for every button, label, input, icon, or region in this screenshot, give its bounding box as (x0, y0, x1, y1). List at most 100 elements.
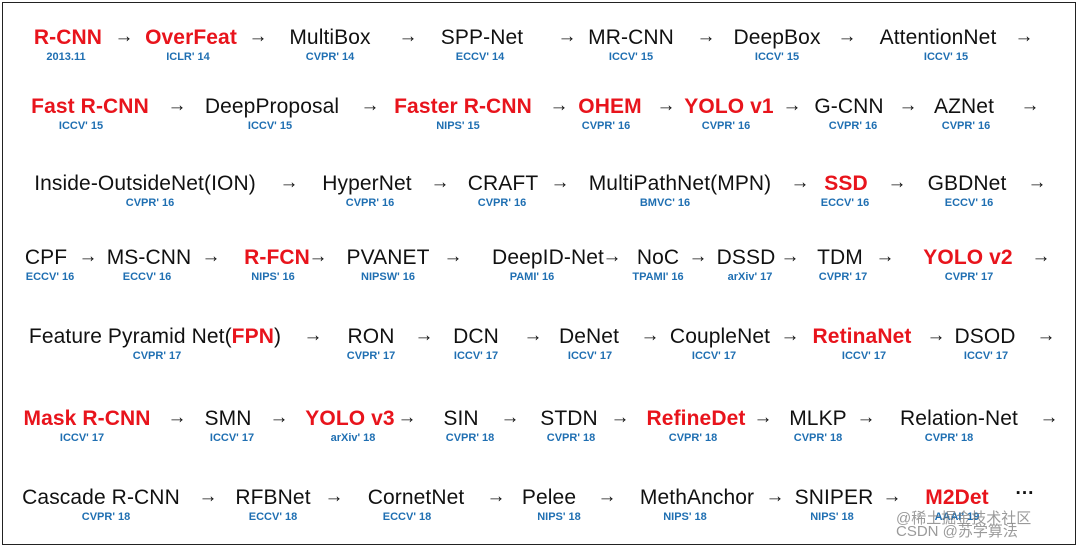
model-name: DeNet (558, 325, 620, 348)
model-name: Inside-OutsideNet(ION) (34, 172, 256, 195)
venue-label: ICCV' 17 (963, 350, 1009, 362)
watermark-line-1: @稀土掘金技术社区 (896, 510, 1032, 527)
model-name: DCN (453, 325, 499, 348)
flow-arrow-icon: → (557, 26, 577, 47)
venue-label: AAAI' 19 (934, 511, 980, 523)
model-name: MethAnchor (639, 486, 755, 509)
model-name: GBDNet (927, 172, 1007, 195)
model-name: Faster R-CNN (394, 95, 532, 118)
model-name: Relation-Net (900, 407, 1018, 430)
trailing-arrow-icon: → (1020, 95, 1040, 116)
model-name: CPF (24, 246, 68, 269)
model-name: AZNet (933, 95, 995, 118)
flow-arrow-icon: → (303, 325, 323, 346)
venue-label: CVPR' 14 (305, 51, 355, 63)
model-name: YOLO v3 (305, 407, 395, 430)
venue-label: CVPR' 17 (818, 271, 868, 283)
model-name: MR-CNN (588, 26, 674, 49)
flow-arrow-icon: → (780, 246, 800, 267)
venue-label: ICCV' 17 (59, 432, 105, 444)
venue-label: ICCV' 17 (453, 350, 499, 362)
trailing-arrow-icon: → (1036, 325, 1056, 346)
flow-arrow-icon: → (201, 246, 221, 267)
venue-label: ICCV' 17 (841, 350, 887, 362)
venue-label: arXiv' 18 (330, 432, 376, 444)
trailing-arrow-icon: → (1031, 246, 1051, 267)
model-name: SPP-Net (440, 26, 524, 49)
model-name: STDN (540, 407, 598, 430)
model-name: Fast R-CNN (31, 95, 149, 118)
model-name: DeepID-Net (492, 246, 604, 269)
flow-arrow-icon: → (640, 325, 660, 346)
flow-arrow-icon: → (696, 26, 716, 47)
flow-arrow-icon: → (114, 26, 134, 47)
venue-label: CVPR' 17 (346, 350, 396, 362)
flow-arrow-icon: → (550, 172, 570, 193)
model-name: PVANET (346, 246, 430, 269)
trailing-arrow-icon: → (1027, 172, 1047, 193)
model-name: CoupleNet (669, 325, 771, 348)
model-name: G-CNN (814, 95, 884, 118)
venue-label: ECCV' 16 (820, 197, 870, 209)
venue-label: CVPR' 18 (445, 432, 495, 444)
venue-label: 2013.11 (46, 51, 86, 63)
flow-arrow-icon: → (602, 246, 622, 267)
model-name: RFBNet (235, 486, 311, 509)
flow-arrow-icon: → (875, 246, 895, 267)
model-name: R-FCN (244, 246, 310, 269)
venue-label: BMVC' 16 (639, 197, 691, 209)
venue-label: CVPR' 16 (345, 197, 395, 209)
venue-label: ICCV' 17 (567, 350, 613, 362)
model-name: AttentionNet (879, 26, 997, 49)
venue-label: CVPR' 18 (924, 432, 974, 444)
venue-label: ICCV' 17 (209, 432, 255, 444)
venue-label: ICCV' 15 (608, 51, 654, 63)
venue-label: ICCV' 15 (58, 120, 104, 132)
model-name: YOLO v1 (684, 95, 774, 118)
model-name: OverFeat (145, 26, 237, 49)
venue-label: ECCV' 18 (382, 511, 432, 523)
model-name: Mask R-CNN (23, 407, 151, 430)
flow-arrow-icon: → (597, 486, 617, 507)
venue-label: CVPR' 17 (944, 271, 994, 283)
flow-arrow-icon: → (167, 407, 187, 428)
venue-label: ECCV' 16 (122, 271, 172, 283)
venue-label: ECCV' 14 (455, 51, 505, 63)
flow-arrow-icon: → (360, 95, 380, 116)
venue-label: CVPR' 16 (477, 197, 527, 209)
model-name: SNIPER (794, 486, 874, 509)
flow-arrow-icon: → (324, 486, 344, 507)
model-name: Cascade R-CNN (22, 486, 180, 509)
venue-label: ECCV' 18 (248, 511, 298, 523)
venue-label: TPAMI' 16 (632, 271, 684, 283)
flow-arrow-icon: → (688, 246, 708, 267)
model-name: RefineDet (646, 407, 746, 430)
flow-arrow-icon: → (898, 95, 918, 116)
venue-label: ICCV' 17 (691, 350, 737, 362)
flow-arrow-icon: → (753, 407, 773, 428)
flow-arrow-icon: → (414, 325, 434, 346)
flow-arrow-icon: → (486, 486, 506, 507)
venue-label: CVPR' 18 (81, 511, 131, 523)
model-name: DSOD (954, 325, 1016, 348)
flow-arrow-icon: → (198, 486, 218, 507)
model-name: TDM (817, 246, 863, 269)
model-name-part: Feature Pyramid Net( (28, 325, 232, 348)
venue-label: NIPS' 18 (810, 511, 854, 523)
model-name: RetinaNet (812, 325, 912, 348)
venue-label: NIPS' 16 (251, 271, 295, 283)
flow-arrow-icon: → (167, 95, 187, 116)
model-name: RON (347, 325, 395, 348)
flow-arrow-icon: → (523, 325, 543, 346)
venue-label: CVPR' 16 (828, 120, 878, 132)
venue-label: CVPR' 18 (793, 432, 843, 444)
flow-arrow-icon: → (549, 95, 569, 116)
venue-label: ICCV' 15 (247, 120, 293, 132)
flow-arrow-icon: → (248, 26, 268, 47)
model-name: M2Det (925, 486, 989, 509)
venue-label: ICCV' 15 (923, 51, 969, 63)
model-name: DeepProposal (204, 95, 340, 118)
venue-label: NIPS' 18 (663, 511, 707, 523)
venue-label: arXiv' 17 (727, 271, 773, 283)
